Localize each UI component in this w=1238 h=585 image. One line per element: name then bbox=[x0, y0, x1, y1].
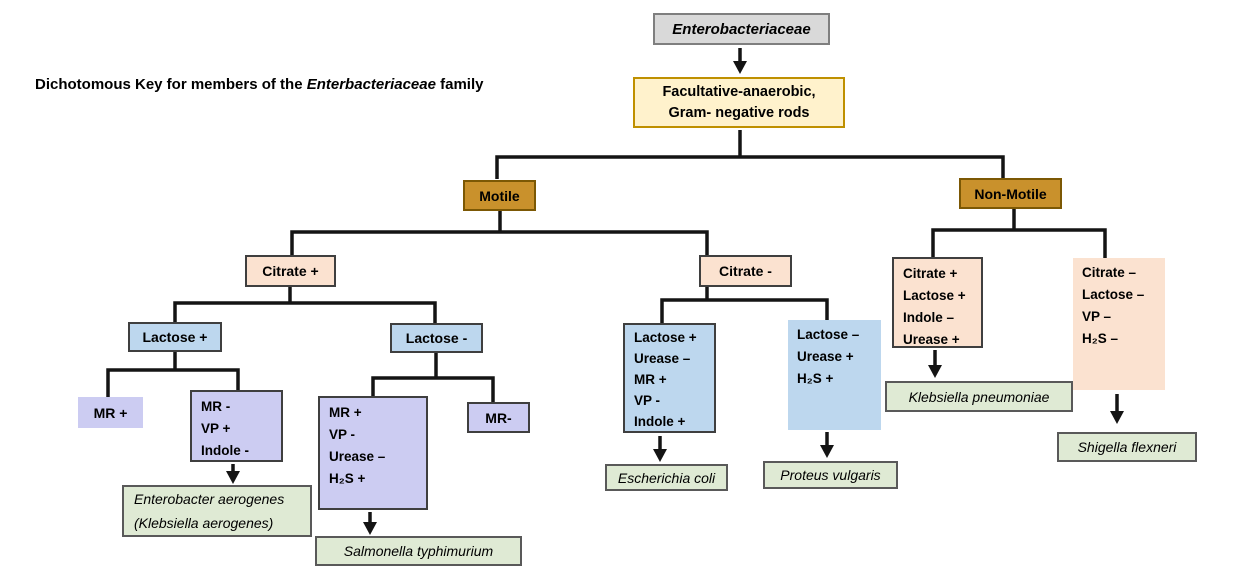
test-line: MR + bbox=[329, 405, 362, 420]
node-motile: Motile bbox=[463, 180, 536, 211]
arrowhead-family-to-description bbox=[733, 61, 747, 74]
test-line: Lactose + bbox=[903, 288, 966, 303]
arrowhead-to-klebsiella bbox=[928, 365, 942, 378]
species-line: (Klebsiella aerogenes) bbox=[134, 515, 274, 531]
arrowhead-to-proteus bbox=[820, 445, 834, 458]
connector-motility-split bbox=[495, 155, 1005, 179]
node-citrate-positive: Citrate + bbox=[245, 255, 336, 287]
node-citrate-lactose-vp-h2s: Citrate – Lactose – VP – H₂S – bbox=[1073, 258, 1165, 390]
result-shigella-flexneri: Shigella flexneri bbox=[1057, 432, 1197, 462]
arrowhead-to-salmonella bbox=[363, 522, 377, 535]
node-mr-vp-indole: MR - VP + Indole - bbox=[190, 390, 283, 462]
test-line: Citrate + bbox=[903, 266, 958, 281]
node-citrate-negative: Citrate - bbox=[699, 255, 792, 287]
test-line: Indole + bbox=[634, 414, 686, 429]
result-escherichia-coli: Escherichia coli bbox=[605, 464, 728, 491]
node-lactose-positive: Lactose + bbox=[128, 322, 222, 352]
node-mr-positive: MR + bbox=[78, 397, 143, 428]
title-prefix: Dichotomous Key for members of the bbox=[35, 76, 307, 93]
test-line: Indole – bbox=[903, 310, 955, 325]
result-enterobacter-aerogenes: Enterobacter aerogenes (Klebsiella aerog… bbox=[122, 485, 312, 537]
node-lactose-negative: Lactose - bbox=[390, 323, 483, 353]
description-line-2: Gram- negative rods bbox=[668, 104, 810, 121]
node-non-motile: Non-Motile bbox=[959, 178, 1062, 209]
test-line: Citrate – bbox=[1082, 265, 1137, 280]
test-line: Lactose + bbox=[634, 330, 697, 345]
connector-lactose-split bbox=[173, 301, 437, 325]
test-line: Lactose – bbox=[797, 327, 860, 342]
node-description: Facultative-anaerobic, Gram- negative ro… bbox=[633, 77, 845, 128]
result-salmonella-typhimurium: Salmonella typhimurium bbox=[315, 536, 522, 566]
test-line: VP + bbox=[201, 421, 231, 436]
connector-mr-split-left bbox=[106, 368, 240, 397]
connector-mr-split-right bbox=[371, 376, 495, 403]
result-klebsiella-pneumoniae: Klebsiella pneumoniae bbox=[885, 381, 1073, 412]
title-family-name: Enterbacteriaceae bbox=[306, 76, 436, 93]
node-lactose-urease-mr-vp-indole: Lactose + Urease – MR + VP - Indole + bbox=[623, 323, 716, 433]
test-line: VP - bbox=[634, 393, 661, 408]
test-line: H₂S – bbox=[1082, 331, 1119, 346]
node-mr-vp-urease-h2s: MR + VP - Urease – H₂S + bbox=[318, 396, 428, 510]
arrowhead-to-shigella bbox=[1110, 411, 1124, 424]
arrowhead-to-enterobacter bbox=[226, 471, 240, 484]
test-line: Urease – bbox=[634, 351, 691, 366]
node-lactose-urease-h2s: Lactose – Urease + H₂S + bbox=[788, 320, 881, 430]
test-line: Urease – bbox=[329, 449, 386, 464]
test-line: Urease + bbox=[903, 332, 960, 347]
test-line: Urease + bbox=[797, 349, 854, 364]
connector-non-motile-split bbox=[931, 228, 1107, 258]
page-title: Dichotomous Key for members of the Enter… bbox=[35, 76, 595, 93]
node-mr-negative: MR- bbox=[467, 402, 530, 433]
test-line: MR + bbox=[634, 372, 667, 387]
connector-citrate-split bbox=[290, 230, 709, 255]
result-proteus-vulgaris: Proteus vulgaris bbox=[763, 461, 898, 489]
test-line: VP – bbox=[1082, 309, 1112, 324]
species-line: Enterobacter aerogenes bbox=[134, 491, 285, 507]
test-line: Indole - bbox=[201, 443, 249, 458]
node-citrate-lactose-indole-urease: Citrate + Lactose + Indole – Urease + bbox=[892, 257, 983, 348]
title-suffix: family bbox=[435, 76, 484, 93]
test-line: H₂S + bbox=[329, 471, 366, 486]
connector-citrate-neg-split bbox=[660, 298, 829, 323]
test-line: VP - bbox=[329, 427, 356, 442]
arrowhead-to-ecoli bbox=[653, 449, 667, 462]
test-line: H₂S + bbox=[797, 371, 834, 386]
test-line: Lactose – bbox=[1082, 287, 1145, 302]
node-family: Enterobacteriaceae bbox=[653, 13, 830, 45]
description-line-1: Facultative-anaerobic, bbox=[662, 83, 816, 100]
test-line: MR - bbox=[201, 399, 231, 414]
